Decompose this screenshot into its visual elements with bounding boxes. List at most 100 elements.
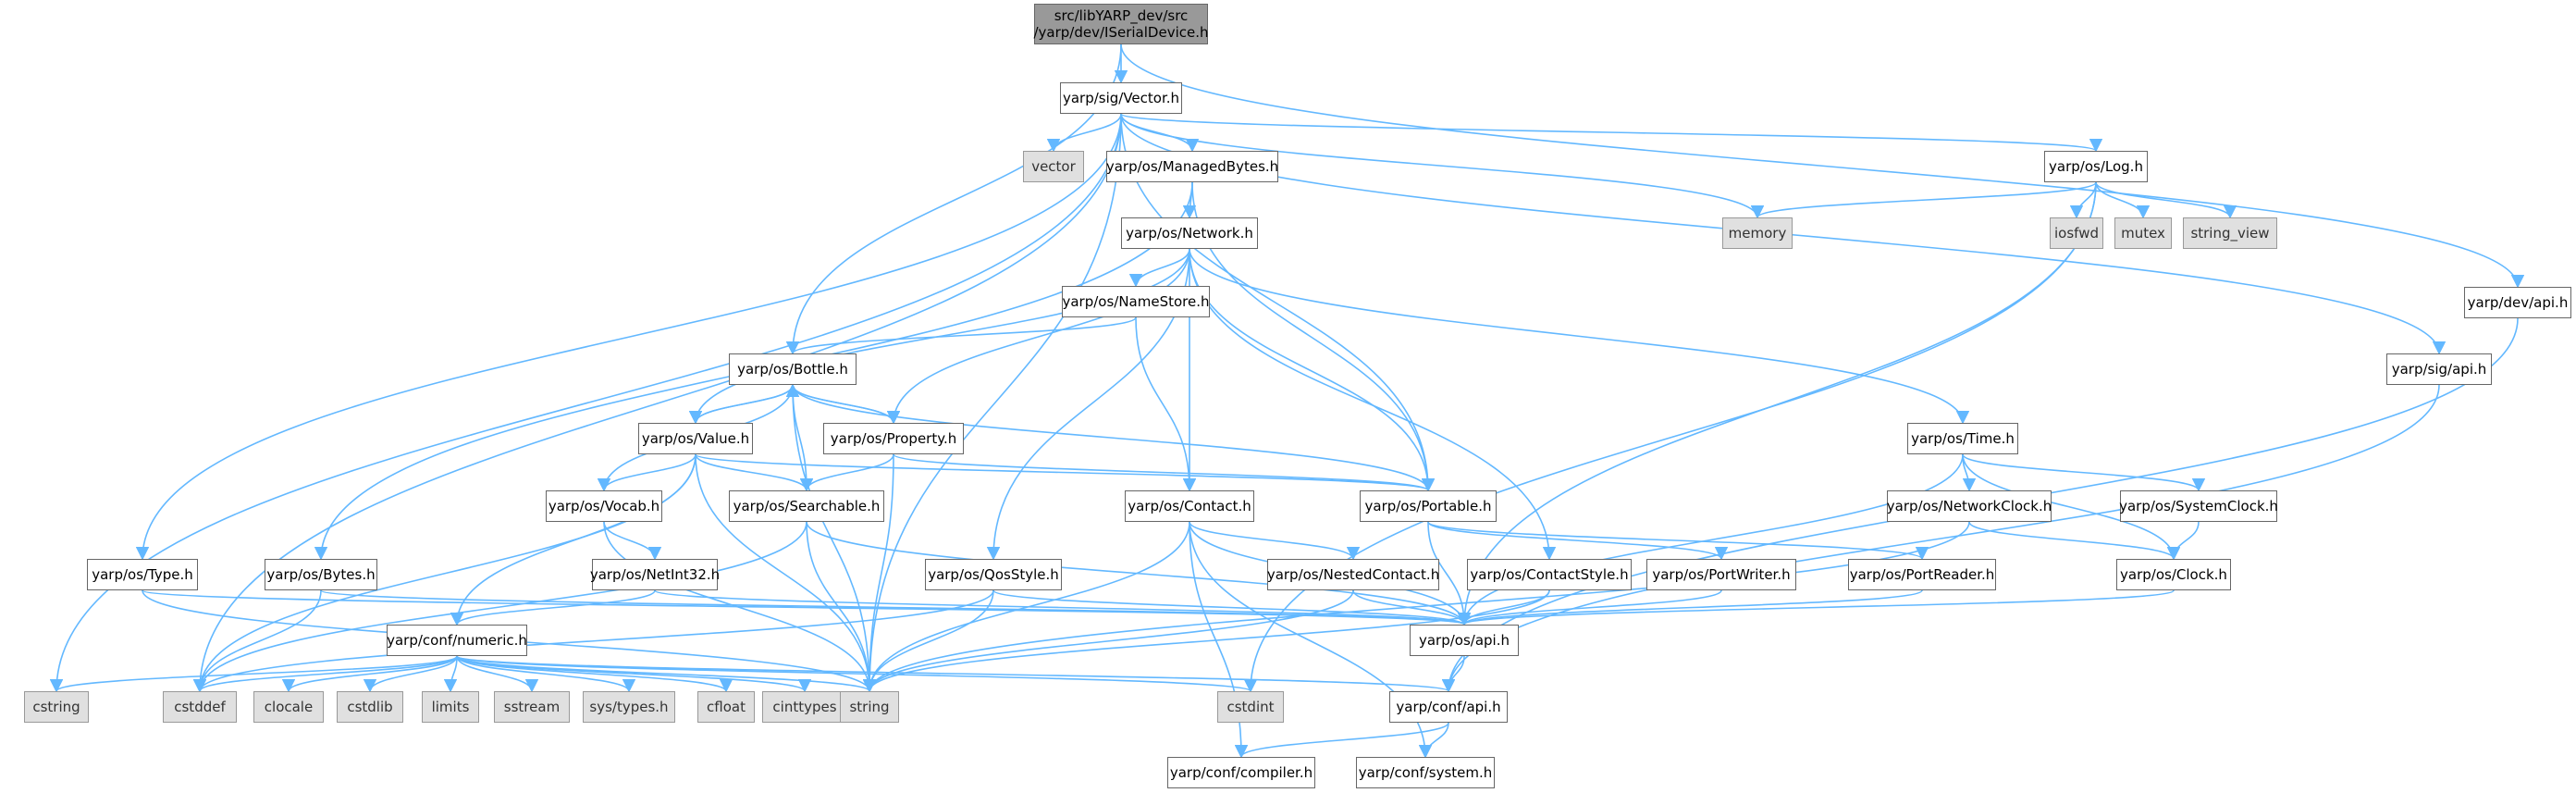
edge-value-to-portable [695,453,1435,492]
node-string-view: string_view [2183,217,2277,249]
node-cstring: cstring [24,691,89,723]
edge-value-to-searchable [695,453,814,492]
edge-clock-to-os_api [1458,589,2175,626]
node-conf-api-h[interactable]: yarp/conf/api.h [1389,691,1508,723]
edge-numeric-to-cstddef [192,655,458,693]
edge-time-to-clock [1962,453,2181,561]
node-cstdint: cstdint [1217,691,1284,723]
node-os-contactstyle-h[interactable]: yarp/os/ContactStyle.h [1467,559,1632,590]
node-os-managedbytes-h[interactable]: yarp/os/ManagedBytes.h [1106,151,1278,182]
node-os-bytes-h[interactable]: yarp/os/Bytes.h [265,559,377,590]
edge-property-to-searchable [799,453,894,492]
edge-networkclock-to-clock [1968,521,2181,561]
node-conf-numeric-h[interactable]: yarp/conf/numeric.h [387,625,527,656]
edge-type-to-os_api [142,589,1471,626]
edge-log-to-string_view [2095,181,2237,219]
edge-value-to-bottle [695,383,800,424]
node-os-property-h[interactable]: yarp/os/Property.h [823,423,964,454]
node-os-nestedcontact-h[interactable]: yarp/os/NestedContact.h [1267,559,1439,590]
node-os-time-h[interactable]: yarp/os/Time.h [1907,423,2018,454]
node-iosfwd: iosfwd [2050,217,2103,249]
edge-root-to-dev_api [1120,43,2525,289]
edge-numeric-to-cstdlib [363,655,458,693]
node-mutex: mutex [2114,217,2172,249]
edge-numeric-to-cstdint [456,655,1257,693]
root-label-line1: src/libYARP_dev/src [1054,7,1189,24]
edge-vector_h-to-cstddef [192,113,1122,693]
node-os-network-h[interactable]: yarp/os/Network.h [1121,217,1258,249]
edge-vector_h-to-memory [1120,113,1765,219]
node-os-portreader-h[interactable]: yarp/os/PortReader.h [1848,559,1996,590]
edge-netint32-to-os_api [654,589,1471,626]
node-os-log-h[interactable]: yarp/os/Log.h [2044,151,2148,182]
node-limits: limits [422,691,479,723]
edge-numeric-to-sstream [456,655,539,693]
edge-vector_h-to-string [862,113,1122,693]
edge-conf_api-to-compiler [1234,722,1449,759]
node-dev-api-h[interactable]: yarp/dev/api.h [2464,287,2571,318]
node-os-namestore-h[interactable]: yarp/os/NameStore.h [1062,286,1210,317]
edge-numeric-to-cstring [50,655,458,693]
node-os-searchable-h[interactable]: yarp/os/Searchable.h [729,490,884,522]
edge-portreader-to-os_api [1458,589,1923,626]
edge-qosstyle-to-os_api [992,589,1471,626]
edge-vector_h-to-log [1120,113,2102,153]
edge-value-to-cstddef [192,453,696,693]
edge-network-to-namestore [1128,248,1190,288]
edge-portable-to-os_api [1427,521,1472,626]
edge-networkclock-to-string [862,521,1970,693]
node-os-clock-h[interactable]: yarp/os/Clock.h [2116,559,2231,590]
node-os-api-h[interactable]: yarp/os/api.h [1410,625,1519,656]
edge-numeric-to-limits [443,655,458,693]
edge-searchable-to-cstddef [192,521,807,693]
edge-property-to-string [862,453,894,693]
node-os-networkclock-h[interactable]: yarp/os/NetworkClock.h [1887,490,2052,522]
edge-qosstyle-to-cstddef [193,589,994,693]
node-os-portable-h[interactable]: yarp/os/Portable.h [1360,490,1497,522]
node-string: string [840,691,899,723]
edge-namestore-to-bottle [786,316,1137,355]
node-vector: vector [1023,151,1084,182]
edge-portwriter-to-os_api [1457,589,1722,626]
node-memory: memory [1722,217,1793,249]
edge-os_api-to-conf_api [1441,655,1465,693]
node-os-type-h[interactable]: yarp/os/Type.h [87,559,198,590]
edge-vector_h-to-portable [1120,113,1436,492]
node-os-bottle-h[interactable]: yarp/os/Bottle.h [729,353,857,385]
edge-namestore-to-contact [1135,316,1197,492]
edge-network-to-portable [1189,248,1436,492]
root-node-iserialdevice-h: src/libYARP_dev/src /yarp/dev/ISerialDev… [1033,4,1209,44]
edge-bottle-to-portable [792,384,1436,492]
node-os-contact-h[interactable]: yarp/os/Contact.h [1125,490,1254,522]
edge-numeric-to-systypes [456,655,636,693]
edge-value-to-vocab [597,453,696,492]
edge-vocab-to-netint32 [603,521,662,561]
edge-log-to-memory [1751,181,2097,219]
edge-network-to-time [1189,248,1970,425]
node-os-systemclock-h[interactable]: yarp/os/SystemClock.h [2119,490,2278,522]
node-os-value-h[interactable]: yarp/os/Value.h [638,423,753,454]
node-os-qosstyle-h[interactable]: yarp/os/QosStyle.h [925,559,1062,590]
edge-portable-to-portreader [1427,521,1929,561]
node-sys-types-h: sys/types.h [583,691,675,723]
edge-vector_h-to-vector [1046,113,1122,153]
edge-value-to-string [695,453,877,693]
root-label-line2: /yarp/dev/ISerialDevice.h [1033,24,1209,41]
node-os-vocab-h[interactable]: yarp/os/Vocab.h [546,490,662,522]
edge-network-to-property [886,248,1190,425]
edge-numeric-to-clocale [281,655,458,693]
node-sig-vector-h[interactable]: yarp/sig/Vector.h [1060,82,1182,114]
edge-vector_h-to-type [135,113,1122,561]
node-conf-compiler-h[interactable]: yarp/conf/compiler.h [1167,757,1315,788]
node-cstddef: cstddef [163,691,237,723]
node-os-netint32-h[interactable]: yarp/os/NetInt32.h [590,559,720,590]
edge-portable-to-portwriter [1427,521,1728,561]
edge-log-to-mutex [2095,181,2151,219]
edge-contact-to-nestedcontact [1189,521,1361,561]
node-sig-api-h[interactable]: yarp/sig/api.h [2386,353,2492,385]
node-conf-system-h[interactable]: yarp/conf/system.h [1356,757,1495,788]
edge-time-to-os_api [1457,453,1964,626]
node-cstdlib: cstdlib [337,691,403,723]
node-os-portwriter-h[interactable]: yarp/os/PortWriter.h [1646,559,1796,590]
